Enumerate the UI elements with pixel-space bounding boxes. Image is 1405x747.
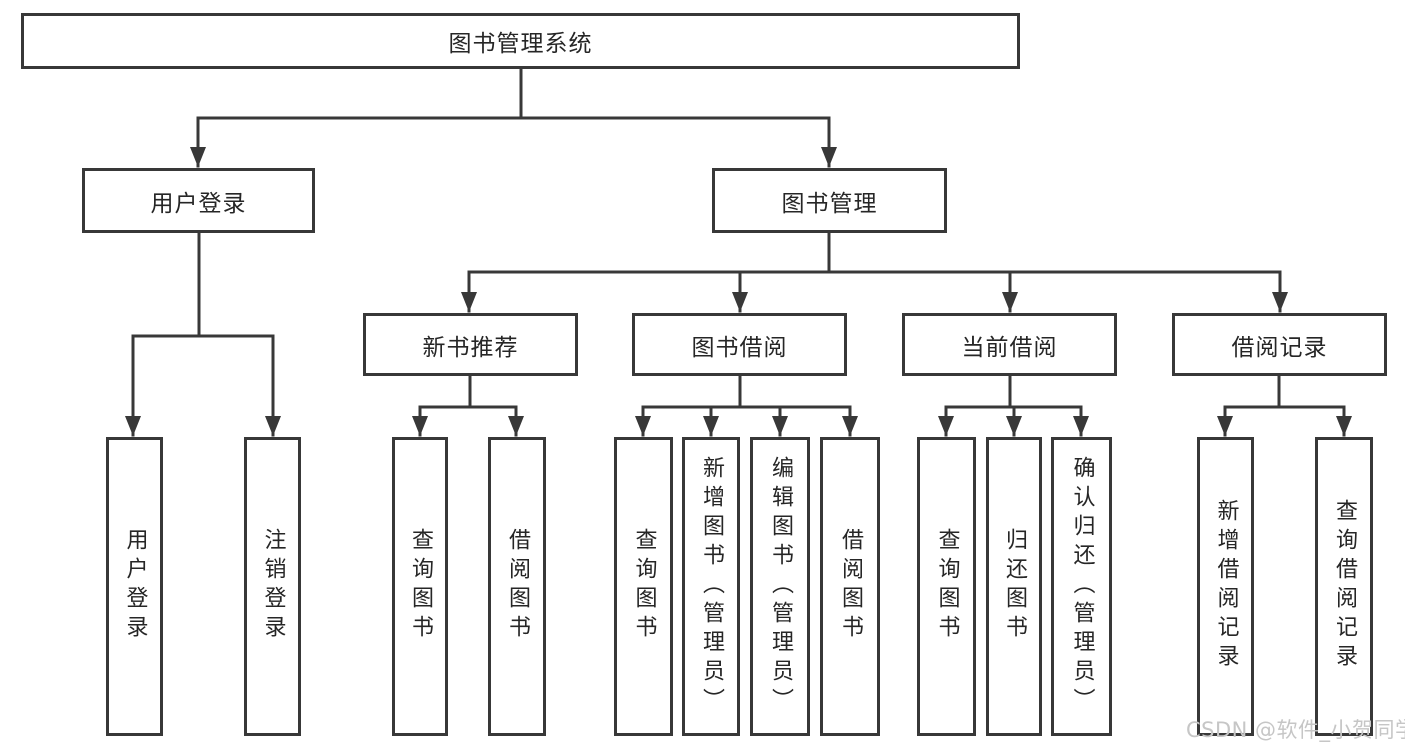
leaf-query-books-current: 查询图书 [917, 437, 976, 736]
csdn-watermark: CSDN @软件_小贺同学 [1186, 718, 1405, 742]
node-label: 图书管理系统 [448, 31, 593, 57]
connector-current-borrow-trunk [944, 375, 1083, 409]
leaf-logout-login: 注销登录 [244, 437, 301, 736]
node-label: 借阅图书 [505, 528, 530, 645]
leaf-user-login: 用户登录 [106, 437, 163, 736]
node-label: 用户登录 [122, 528, 148, 645]
node-label: 借阅图书 [838, 528, 863, 645]
node-label: 用户登录 [150, 190, 247, 217]
node-label: 查询图书 [934, 528, 960, 645]
leaf-query-books-recommend: 查询图书 [392, 437, 448, 736]
leaf-query-borrow-record: 查询借阅记录 [1315, 437, 1373, 736]
connector-root-trunk [196, 67, 831, 120]
connector-user-login-trunk [131, 231, 275, 338]
node-label: 归还图书 [1002, 528, 1027, 645]
leaf-add-borrow-record: 新增借阅记录 [1197, 437, 1254, 736]
node-library-management-system: 图书管理系统 [21, 13, 1020, 69]
leaf-borrow-books: 借阅图书 [820, 437, 880, 736]
node-label: 注销登录 [260, 528, 286, 645]
node-label: 查询图书 [631, 528, 657, 645]
leaf-return-books: 归还图书 [986, 437, 1042, 736]
leaf-edit-books-admin: 编辑图书（管理员） [750, 437, 810, 736]
node-new-book-recommend: 新书推荐 [363, 313, 578, 376]
node-book-borrow: 图书借阅 [632, 313, 847, 376]
connector-borrow-record-trunk [1223, 375, 1346, 409]
node-book-management: 图书管理 [712, 168, 947, 233]
leaf-borrow-books-recommend: 借阅图书 [488, 437, 546, 736]
node-label: 查询图书 [408, 528, 433, 645]
node-user-login: 用户登录 [82, 168, 315, 233]
connector-book-management-trunk [467, 231, 1282, 274]
leaf-confirm-return-admin: 确认归还（管理员） [1051, 437, 1112, 736]
node-label: 新书推荐 [422, 334, 519, 361]
node-label: 新增图书（管理员） [699, 455, 724, 718]
leaf-query-books-borrow: 查询图书 [614, 437, 673, 736]
node-label: 查询借阅记录 [1332, 499, 1357, 674]
node-label: 确认归还（管理员） [1069, 455, 1095, 718]
node-label: 当前借阅 [961, 334, 1058, 361]
node-label: 编辑图书（管理员） [768, 455, 793, 718]
connector-book-borrow-trunk [641, 375, 852, 409]
node-label: 借阅记录 [1231, 334, 1328, 361]
leaf-add-books-admin: 新增图书（管理员） [682, 437, 740, 736]
node-borrow-record: 借阅记录 [1172, 313, 1387, 376]
node-label: 图书借阅 [691, 334, 788, 361]
node-label: 图书管理 [781, 190, 878, 217]
node-current-borrow: 当前借阅 [902, 313, 1117, 376]
node-label: 新增借阅记录 [1213, 499, 1239, 674]
connector-new-book-trunk [418, 375, 518, 409]
